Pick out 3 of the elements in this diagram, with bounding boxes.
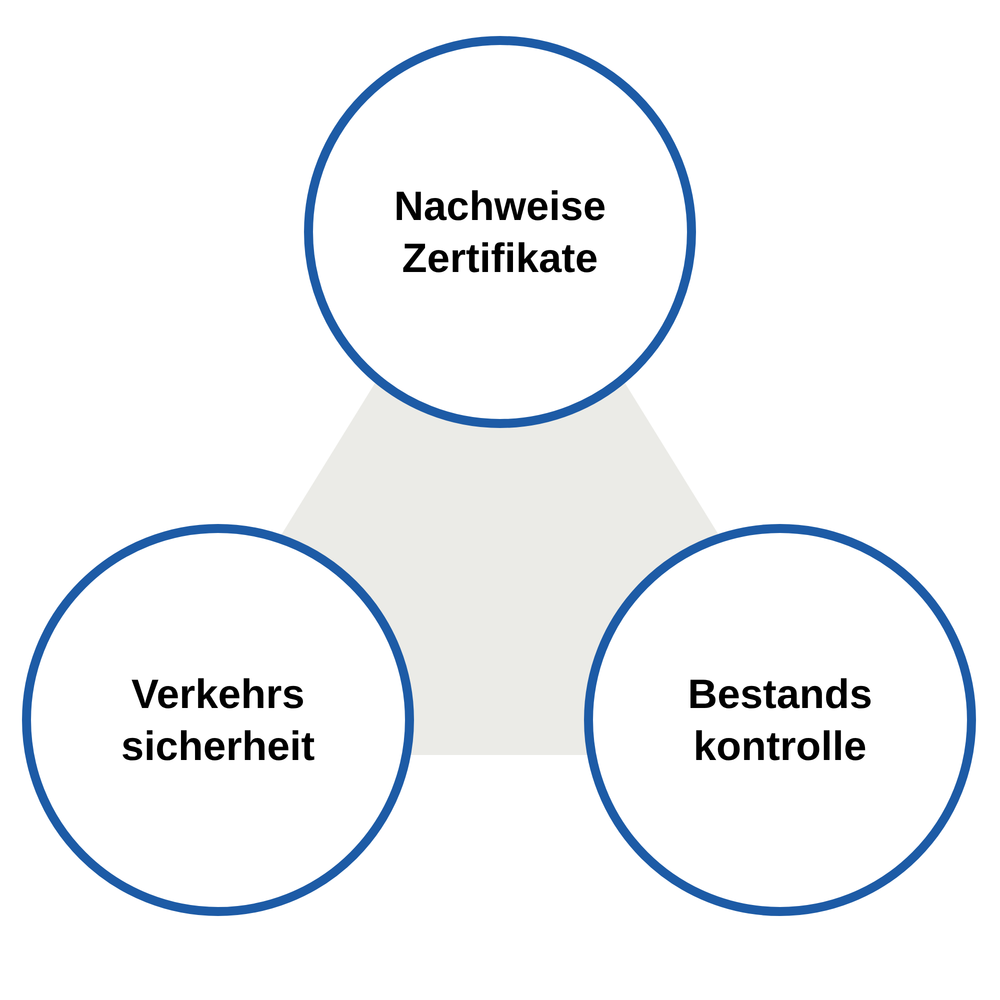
- circle-label: Verkehrs sicherheit: [120, 670, 316, 771]
- circle-label: Nachweise Zertifikate: [393, 182, 607, 283]
- circle-label: Bestands kontrolle: [686, 670, 874, 771]
